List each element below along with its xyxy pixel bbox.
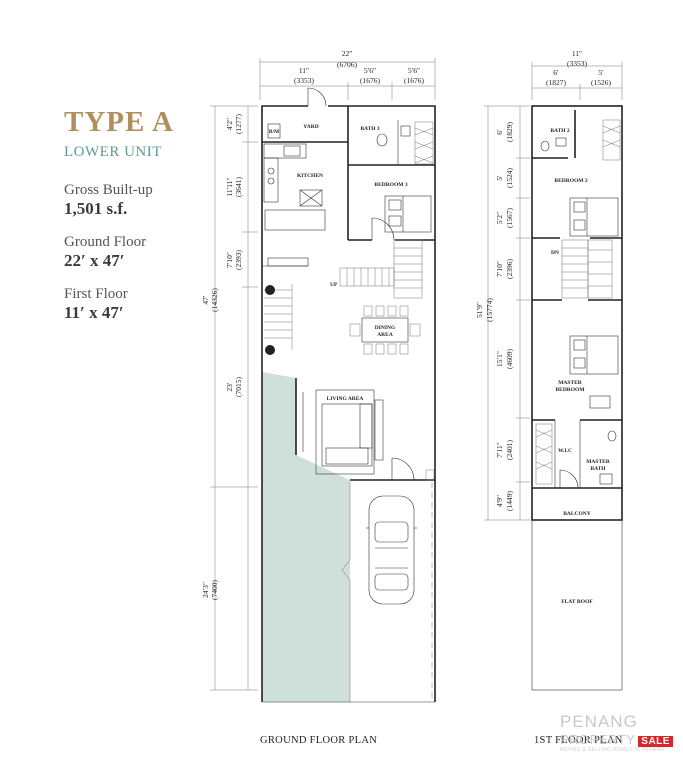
first-floor-plan: 11″ (3353) 6′ (1827) 5′ (1526) 6′ (1829)…: [475, 49, 623, 691]
dim-text: (1526): [591, 78, 611, 87]
dim-text: 5′: [598, 68, 604, 77]
spec-label: First Floor: [64, 286, 128, 302]
dim-text: 5′6″: [364, 66, 376, 75]
dim-text: (1827): [546, 78, 566, 87]
dim-text: 4′2″: [225, 118, 234, 130]
watermark-property: PROPERTY: [560, 732, 636, 747]
room-label-bath2: BATH 2: [550, 128, 570, 134]
dim-text: (2396): [505, 259, 514, 279]
dim-text: 5′2″: [495, 212, 504, 224]
dim-text: 5′6″: [408, 66, 420, 75]
dim-text: 11′11″: [225, 177, 234, 196]
dim-text: 24′3″: [201, 582, 210, 598]
ground-top-dimensions: 22″ (6706) 11″ (3353) 5′6″ (1676) 5′6″ (…: [259, 49, 436, 100]
dim-text: 47′: [201, 295, 210, 305]
room-label-living: LIVING AREA: [327, 396, 364, 402]
spec-label: Ground Floor: [64, 234, 147, 250]
dim-text: 7′10″: [225, 252, 234, 268]
dim-text: (1829): [505, 122, 514, 142]
watermark-sale-badge: SALE: [638, 736, 673, 747]
unit-subtitle: LOWER UNIT: [64, 144, 162, 160]
dim-text: 22″: [342, 49, 353, 58]
ground-floor-plan: 22″ (6706) 11″ (3353) 5′6″ (1676) 5′6″ (…: [201, 49, 436, 703]
watermark-line1: PENANG: [560, 712, 638, 731]
dim-text: (1524): [505, 168, 514, 188]
dim-text: 23′: [225, 382, 234, 392]
dim-text: 7′11″: [495, 442, 504, 458]
room-label-bath3: BATH 3: [360, 126, 380, 132]
dim-text: (1676): [360, 76, 380, 85]
flat-roof-area: [531, 519, 623, 691]
dim-text: 15′1″: [495, 351, 504, 367]
living-area-frame: [315, 389, 375, 475]
dim-text: (7400): [210, 580, 219, 600]
washing-machine-label: B/M: [269, 129, 280, 135]
garden-area: [262, 372, 350, 702]
dim-text: 4′9″: [495, 495, 504, 507]
dim-text: (1567): [505, 208, 514, 228]
column-marker: [265, 345, 275, 355]
dim-text: (14326): [210, 288, 219, 312]
spec-value: 22′ x 47′: [64, 251, 125, 270]
stair-down-label: DN: [551, 250, 559, 256]
dining-table: [349, 305, 421, 355]
dim-text: (3641): [234, 177, 243, 197]
spec-value: 1,501 s.f.: [64, 199, 128, 218]
room-label-bedroom3: BEDROOM 3: [374, 182, 407, 188]
dim-text: (3353): [294, 76, 314, 85]
car-icon: [366, 495, 417, 605]
dim-text: 51′9″: [475, 302, 484, 318]
room-label-balcony: BALCONY: [563, 511, 591, 517]
room-label-kitchen: KITCHEN: [297, 173, 323, 179]
dim-text: 11″: [299, 66, 309, 75]
dim-text: (4609): [505, 349, 514, 369]
spec-label: Gross Built-up: [64, 182, 153, 198]
room-label-yard: YARD: [303, 124, 318, 130]
room-label-master-bedroom-2: BEDROOM: [555, 387, 585, 393]
first-top-dimensions: 11″ (3353) 6′ (1827) 5′ (1526): [531, 49, 623, 100]
dim-text: 6′: [553, 68, 559, 77]
first-floor-caption: 1ST FLOOR PLAN: [534, 735, 623, 746]
dim-text: (2393): [234, 250, 243, 270]
dim-text: (15774): [485, 298, 494, 322]
dim-text: 5′: [495, 175, 504, 181]
ground-left-dimensions: 4′2″ (1277) 11′11″ (3641) 7′10″ (2393) 2…: [201, 105, 258, 691]
dim-text: 6′: [495, 129, 504, 135]
spec-gross-built-up: Gross Built-up 1,501 s.f.: [64, 181, 234, 219]
stair-up-label: UP: [330, 282, 338, 288]
dim-text: (1277): [234, 114, 243, 134]
spec-value: 11′ x 47′: [64, 303, 124, 322]
spec-ground-floor: Ground Floor 22′ x 47′: [64, 233, 234, 271]
dim-text: (1676): [404, 76, 424, 85]
room-label-bedroom2: BEDROOM 2: [554, 178, 587, 184]
unit-type-title: TYPE A: [64, 106, 174, 138]
room-label-dining: DINING: [375, 325, 396, 331]
column-marker: [265, 285, 275, 295]
dim-text: (2401): [505, 440, 514, 460]
unit-info-panel: TYPE A LOWER UNIT Gross Built-up 1,501 s…: [64, 106, 234, 323]
room-label-master-bath-2: BATH: [590, 466, 606, 472]
watermark-tagline: BUYING & SELLING HOMES IN PENANG: [560, 747, 665, 753]
staircase: [264, 239, 423, 350]
dim-text: 11″: [572, 49, 582, 58]
dim-text: (7015): [234, 377, 243, 397]
dim-text: (3353): [567, 59, 587, 68]
room-label-flat-roof: FLAT ROOF: [561, 599, 593, 605]
room-label-dining-2: AREA: [377, 332, 393, 338]
room-label-master-bedroom: MASTER: [558, 380, 583, 386]
first-left-dimensions: 6′ (1829) 5′ (1524) 5′2″ (1567) 7′10″ (2…: [475, 105, 530, 521]
room-label-wic: W.I.C: [558, 448, 572, 454]
dim-text: (6706): [337, 60, 357, 69]
spec-first-floor: First Floor 11′ x 47′: [64, 285, 234, 323]
room-label-master-bath: MASTER: [586, 459, 611, 465]
dim-text: 7′10″: [495, 261, 504, 277]
dim-text: (1449): [505, 491, 514, 511]
ground-floor-caption: GROUND FLOOR PLAN: [260, 735, 378, 746]
